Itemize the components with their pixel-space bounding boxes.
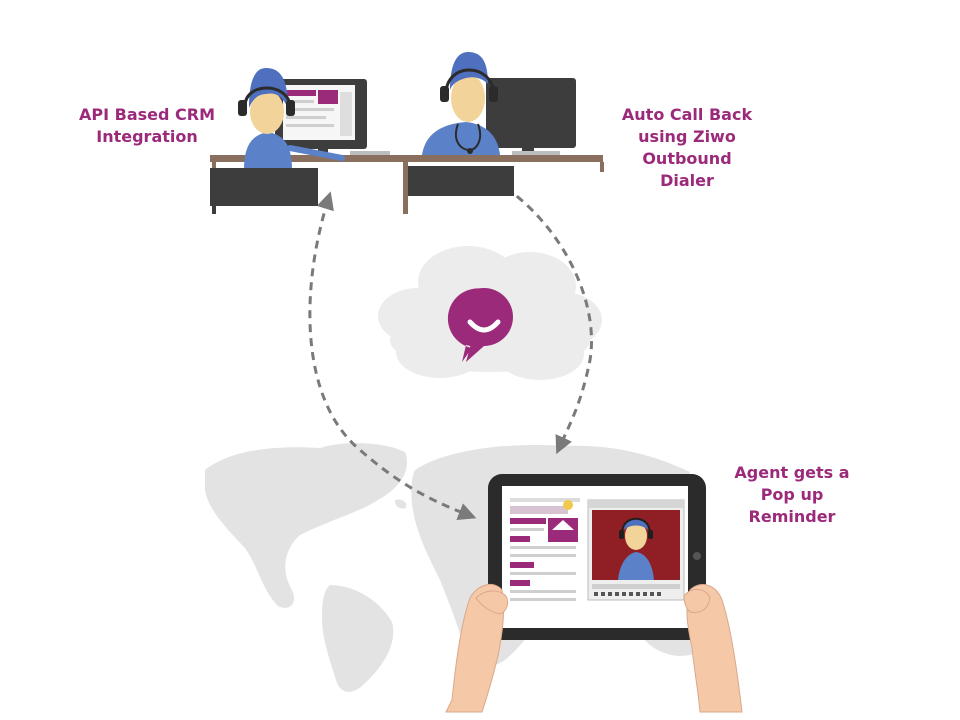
tablet-device (445, 474, 743, 713)
popup-reminder-window (587, 499, 685, 601)
callback-monitor (486, 78, 576, 148)
label-auto-call-back: Auto Call Back using Ziwo Outbound Diale… (612, 104, 762, 192)
label-line: Outbound (642, 149, 732, 168)
arrow-crm-to-tablet (308, 191, 477, 521)
label-line: Integration (96, 127, 198, 146)
label-api-crm-integration: API Based CRM Integration (72, 104, 222, 148)
flow-arrows (308, 175, 593, 521)
label-line: API Based CRM (78, 105, 215, 124)
arrow-callback-to-tablet (486, 175, 593, 455)
label-line: Auto Call Back (621, 105, 753, 124)
label-agent-popup-reminder: Agent gets a Pop up Reminder (724, 462, 860, 528)
label-line: Dialer (660, 171, 714, 190)
hands (445, 583, 743, 713)
agent-callback (408, 52, 576, 196)
label-line: Agent gets a (734, 463, 850, 482)
label-line: Reminder (748, 507, 836, 526)
label-line: using Ziwo (638, 127, 736, 146)
agent-crm (210, 68, 390, 214)
label-line: Pop up (760, 485, 824, 504)
